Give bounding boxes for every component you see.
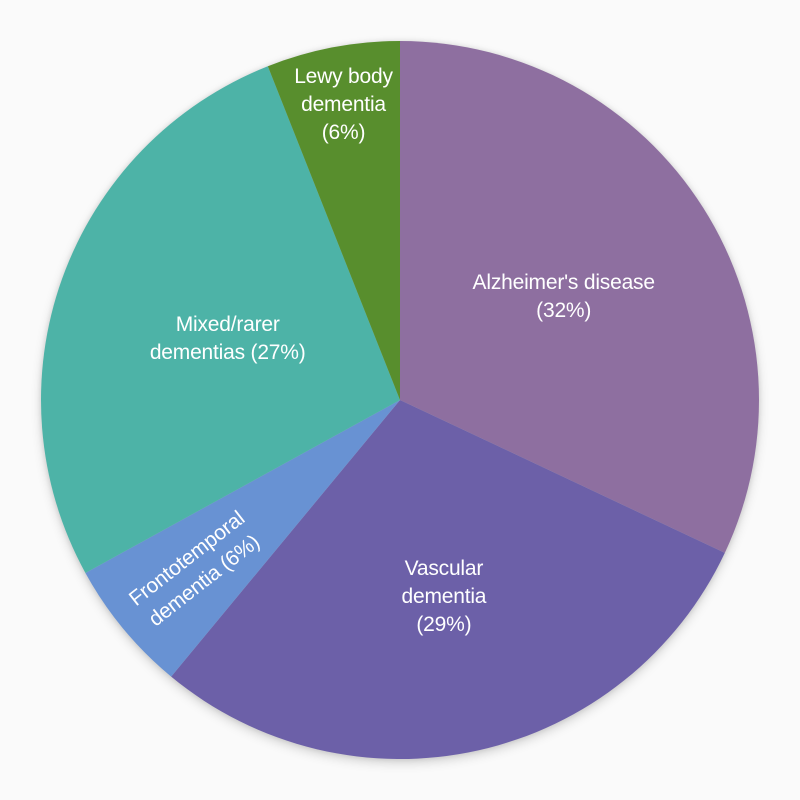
- pie-slice-alzheimers-disease: [400, 41, 759, 553]
- pie-slice-lewy-body-dementia: [267, 41, 400, 400]
- pie-slice-mixed-rarer-dementias: [41, 66, 401, 573]
- pie-label-alzheimers-disease: Alzheimer's disease(32%): [473, 271, 655, 322]
- pie-slice-vascular-dementia: [171, 400, 725, 759]
- pie-slice-frontotemporal-dementia: [85, 400, 400, 677]
